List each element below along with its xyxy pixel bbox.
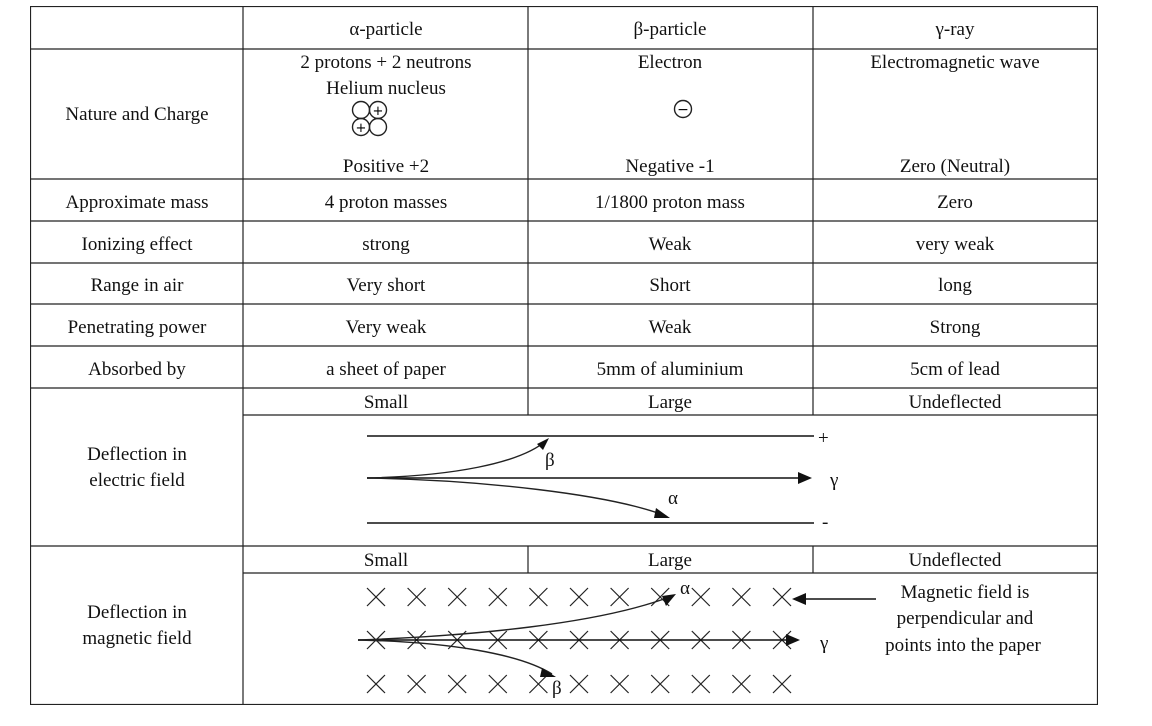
field-cross-icon [488, 674, 508, 694]
field-cross-icon [610, 674, 630, 694]
row-label: Penetrating power [68, 317, 207, 338]
field-note: perpendicular and [897, 608, 1034, 629]
cell-beta: Short [649, 275, 691, 296]
gamma-arrowhead [798, 472, 812, 484]
cell-gamma: long [938, 275, 972, 296]
magnetic-gamma-deflection: Undeflected [909, 550, 1002, 571]
field-cross-icon [366, 587, 386, 607]
alpha-symbol: α [668, 488, 678, 509]
cell-gamma: very weak [916, 234, 995, 255]
field-cross-icon [407, 587, 427, 607]
magnetic-beta-deflection: Large [648, 550, 692, 571]
gamma-identity: Electromagnetic wave [870, 52, 1039, 73]
row-label-magnetic: Deflection in [87, 602, 187, 623]
beta-arrowhead [537, 438, 549, 450]
cell-alpha: Very weak [346, 317, 427, 338]
magnetic-alpha-deflection: Small [364, 550, 408, 571]
alpha-arrowhead [662, 594, 676, 606]
cell-beta: Weak [649, 234, 692, 255]
beta-symbol: β [545, 450, 555, 471]
field-cross-icon [528, 587, 548, 607]
alpha-arrowhead [654, 508, 670, 518]
cell-gamma: Strong [930, 317, 981, 338]
beta-charge: Negative -1 [625, 156, 714, 177]
beta-identity: Electron [638, 52, 703, 73]
gamma-charge: Zero (Neutral) [900, 156, 1010, 177]
alpha-symbol: α [680, 578, 690, 599]
row-label-magnetic: magnetic field [82, 628, 192, 649]
beta-arrowhead [540, 668, 556, 677]
field-cross-icon [610, 587, 630, 607]
electron-sign: − [677, 102, 689, 118]
electric-field-diagram: + - γ β α [366, 428, 838, 533]
gamma-arrowhead [786, 634, 800, 646]
row-label: Approximate mass [65, 192, 208, 213]
field-cross-icon [488, 587, 508, 607]
alpha-identity: Helium nucleus [326, 78, 446, 99]
row-label-electric: Deflection in [87, 444, 187, 465]
electron-icon: − [673, 99, 693, 119]
cell-gamma: 5cm of lead [910, 359, 1000, 380]
row-label: Range in air [91, 275, 185, 296]
cell-alpha: 4 proton masses [325, 192, 447, 213]
field-cross-icon [731, 587, 751, 607]
field-cross-icon [569, 674, 589, 694]
electric-gamma-deflection: Undeflected [909, 392, 1002, 413]
field-note: points into the paper [885, 635, 1041, 656]
header-beta: β-particle [634, 19, 707, 40]
positive-plate-sign: + [818, 428, 829, 449]
electric-alpha-deflection: Small [364, 392, 408, 413]
proton-sign: + [373, 104, 384, 119]
header-alpha: α-particle [349, 19, 422, 40]
field-cross-icon [447, 587, 467, 607]
cell-gamma: Zero [937, 192, 973, 213]
alpha-particle-path [366, 477, 667, 517]
proton-sign: + [356, 121, 367, 136]
alpha-charge: Positive +2 [343, 156, 429, 177]
field-cross-icon [366, 674, 386, 694]
row-label-nature: Nature and Charge [65, 104, 208, 125]
alpha-particle-path [357, 595, 673, 641]
field-note: Magnetic field is [901, 582, 1030, 603]
header-gamma: γ-ray [935, 19, 975, 40]
field-cross-icon [650, 674, 670, 694]
helium-nucleus-icon: + + [351, 100, 388, 137]
field-cross-icon [691, 674, 711, 694]
magnetic-field-diagram: γ α β Magnetic field is perpendicular an… [357, 578, 1042, 699]
beta-particle-path [366, 439, 548, 479]
field-note-arrowhead [792, 593, 806, 605]
cell-alpha: a sheet of paper [326, 359, 446, 380]
radiation-comparison-table: α-particle β-particle γ-ray Nature and C… [30, 6, 1098, 705]
row-label: Absorbed by [88, 359, 186, 380]
field-cross-icon [772, 587, 792, 607]
electric-beta-deflection: Large [648, 392, 692, 413]
field-cross-icon [691, 587, 711, 607]
gamma-symbol: γ [819, 633, 828, 654]
field-cross-icon [407, 674, 427, 694]
alpha-composition: 2 protons + 2 neutrons [300, 52, 471, 73]
cell-beta: 5mm of aluminium [597, 359, 744, 380]
negative-plate-sign: - [822, 512, 828, 533]
gamma-symbol: γ [829, 470, 838, 491]
field-cross-icon [528, 674, 548, 694]
cell-beta: 1/1800 proton mass [595, 192, 745, 213]
field-cross-icon [447, 674, 467, 694]
cell-alpha: Very short [347, 275, 426, 296]
cell-beta: Weak [649, 317, 692, 338]
field-cross-icon [569, 587, 589, 607]
cell-alpha: strong [362, 234, 410, 255]
row-label: Ionizing effect [82, 234, 194, 255]
beta-particle-path [357, 639, 553, 675]
field-cross-icon [731, 674, 751, 694]
field-cross-icon [772, 674, 792, 694]
row-label-electric: electric field [89, 470, 185, 491]
table-border [30, 6, 1098, 705]
beta-symbol: β [552, 678, 562, 699]
